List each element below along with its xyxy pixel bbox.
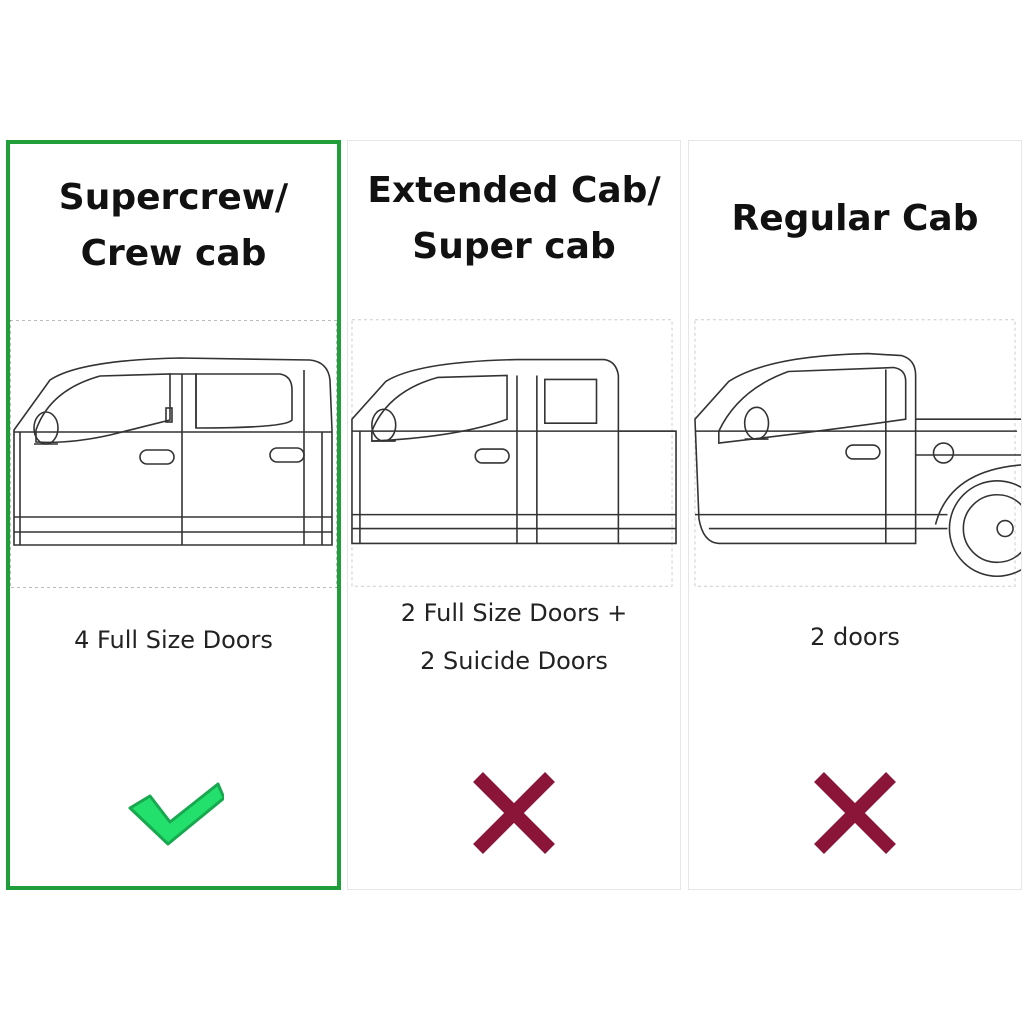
check-icon [124,756,225,856]
cross-icon [464,763,564,863]
regular-cab-truck-illustration [689,319,1021,587]
option-regular-cab[interactable]: Regular Cab 2 doors [688,140,1022,890]
option-extended-cab-super-cab[interactable]: Extended Cab/ Super cab 2 Full Size Door… [347,140,681,890]
option-description: 2 doors [810,623,900,651]
option-title: Supercrew/ Crew cab [58,177,289,274]
option-description: 2 Full Size Doors + 2 Suicide Doors [400,599,628,675]
option-title: Regular Cab [731,198,979,239]
option-title: Extended Cab/ Super cab [367,170,661,267]
option-supercrew-crew-cab[interactable]: Supercrew/ Crew cab 4 Full S [6,140,341,890]
option-description: 4 Full Size Doors [74,626,273,654]
crew-cab-truck-illustration [10,320,337,588]
extended-cab-truck-illustration [348,319,680,587]
cross-icon [805,763,905,863]
